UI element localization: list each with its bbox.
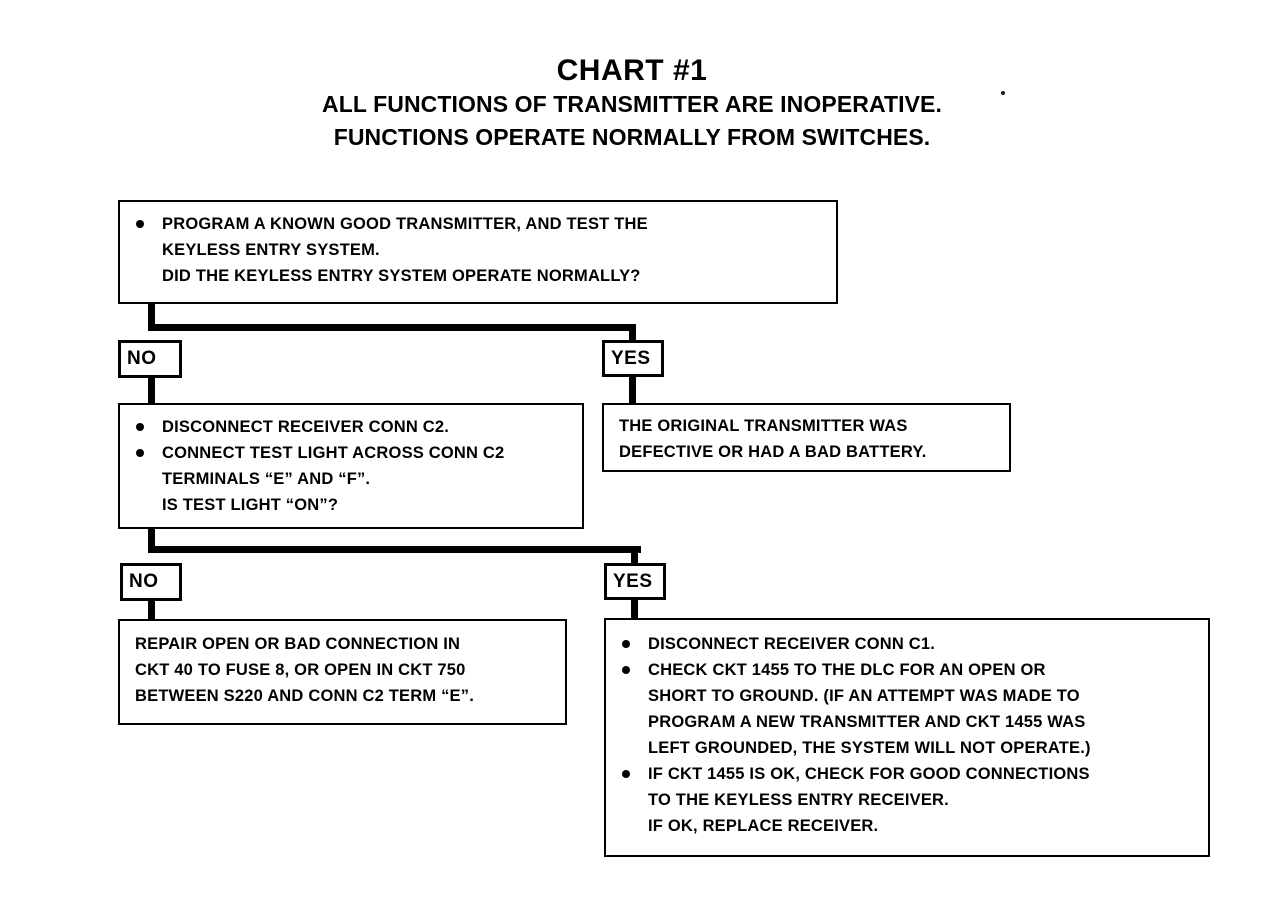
bullet-row: IS TEST LIGHT “ON”? (132, 492, 572, 518)
result-text: PROGRAM A NEW TRANSMITTER AND CKT 1455 W… (648, 713, 1086, 731)
connector-step2-yes-drop (631, 546, 638, 564)
step-text: PROGRAM A KNOWN GOOD TRANSMITTER, AND TE… (162, 215, 648, 233)
result-box-original-transmitter-defective[interactable]: THE ORIGINAL TRANSMITTER WAS DEFECTIVE O… (602, 403, 1011, 472)
chart-title-block: CHART #1 ALL FUNCTIONS OF TRANSMITTER AR… (0, 54, 1264, 154)
bullet-row: SHORT TO GROUND. (IF AN ATTEMPT WAS MADE… (618, 683, 1200, 709)
bullet-row: DISCONNECT RECEIVER CONN C2. (132, 414, 572, 440)
result-text: LEFT GROUNDED, THE SYSTEM WILL NOT OPERA… (648, 739, 1091, 757)
connector-no1-to-step2 (148, 377, 155, 405)
step-text: TERMINALS “E” AND “F”. (162, 470, 371, 488)
bullet-icon (618, 761, 648, 787)
result-text: BETWEEN S220 AND CONN C2 TERM “E”. (135, 687, 474, 705)
bullet-gutter (132, 492, 162, 518)
result-text: DEFECTIVE OR HAD A BAD BATTERY. (619, 443, 927, 461)
branch-label-text: NO (129, 571, 159, 592)
bullet-icon (618, 631, 648, 657)
decision-box-program-transmitter[interactable]: PROGRAM A KNOWN GOOD TRANSMITTER, AND TE… (118, 200, 838, 304)
connector-no2-to-repair (148, 600, 155, 622)
result-box-1-content: THE ORIGINAL TRANSMITTER WAS DEFECTIVE O… (604, 405, 1009, 473)
result-text: IF CKT 1455 IS OK, CHECK FOR GOOD CONNEC… (648, 765, 1090, 783)
step-text: CONNECT TEST LIGHT ACROSS CONN C2 (162, 444, 505, 462)
bullet-icon (618, 657, 648, 683)
bullet-row: KEYLESS ENTRY SYSTEM. (132, 237, 826, 263)
bullet-gutter (618, 709, 648, 735)
bullet-gutter (618, 813, 648, 839)
bullet-gutter (132, 263, 162, 289)
question-text: IS TEST LIGHT “ON”? (162, 496, 339, 514)
connector-yes1-to-result (629, 376, 636, 404)
bullet-row: CONNECT TEST LIGHT ACROSS CONN C2 (132, 440, 572, 466)
bullet-gutter (618, 787, 648, 813)
result-text: TO THE KEYLESS ENTRY RECEIVER. (648, 791, 949, 809)
decision-box-1-content: PROGRAM A KNOWN GOOD TRANSMITTER, AND TE… (120, 202, 836, 297)
branch-label-text: YES (613, 570, 653, 592)
chart-subtitle-line-2: FUNCTIONS OPERATE NORMALLY FROM SWITCHES… (333, 124, 931, 150)
result-box-check-ckt-1455[interactable]: DISCONNECT RECEIVER CONN C1. CHECK CKT 1… (604, 618, 1210, 857)
branch-label-yes-2[interactable]: YES (604, 563, 666, 600)
result-text: REPAIR OPEN OR BAD CONNECTION IN (135, 635, 461, 653)
result-text: THE ORIGINAL TRANSMITTER WAS (619, 417, 908, 435)
repair-box-content: REPAIR OPEN OR BAD CONNECTION IN CKT 40 … (120, 621, 565, 717)
step-text: KEYLESS ENTRY SYSTEM. (162, 241, 380, 259)
question-text: DID THE KEYLESS ENTRY SYSTEM OPERATE NOR… (162, 267, 641, 285)
result-text: DISCONNECT RECEIVER CONN C1. (648, 635, 936, 653)
bullet-gutter (618, 735, 648, 761)
connector-step1-stem (148, 303, 155, 331)
result-text: CKT 40 TO FUSE 8, OR OPEN IN CKT 750 (135, 661, 466, 679)
branch-label-no-2[interactable]: NO (120, 563, 182, 601)
bullet-icon (132, 211, 162, 237)
connector-yes2-to-result (631, 599, 638, 619)
bullet-row: IF CKT 1455 IS OK, CHECK FOR GOOD CONNEC… (618, 761, 1200, 787)
bullet-row: TO THE KEYLESS ENTRY RECEIVER. (618, 787, 1200, 813)
bullet-icon (132, 440, 162, 466)
bullet-row: PROGRAM A KNOWN GOOD TRANSMITTER, AND TE… (132, 211, 826, 237)
bullet-gutter (618, 683, 648, 709)
bullet-row: TERMINALS “E” AND “F”. (132, 466, 572, 492)
result-text: SHORT TO GROUND. (IF AN ATTEMPT WAS MADE… (648, 687, 1080, 705)
bullet-row: DISCONNECT RECEIVER CONN C1. (618, 631, 1200, 657)
branch-label-text: YES (611, 347, 651, 369)
bullet-row: IF OK, REPLACE RECEIVER. (618, 813, 1200, 839)
bullet-icon (132, 414, 162, 440)
branch-label-yes-1[interactable]: YES (602, 340, 664, 377)
bullet-gutter (132, 237, 162, 263)
connector-step1-yes-drop (629, 324, 636, 341)
branch-label-text: NO (127, 348, 157, 369)
scan-speck-artifact (1001, 91, 1005, 95)
result-text: IF OK, REPLACE RECEIVER. (648, 817, 879, 835)
result-box-repair-open-connection[interactable]: REPAIR OPEN OR BAD CONNECTION IN CKT 40 … (118, 619, 567, 725)
bullet-row: DID THE KEYLESS ENTRY SYSTEM OPERATE NOR… (132, 263, 826, 289)
bullet-row: LEFT GROUNDED, THE SYSTEM WILL NOT OPERA… (618, 735, 1200, 761)
result-text: CHECK CKT 1455 TO THE DLC FOR AN OPEN OR (648, 661, 1046, 679)
page-title: CHART #1 (556, 54, 708, 87)
bullet-row: CHECK CKT 1455 TO THE DLC FOR AN OPEN OR (618, 657, 1200, 683)
branch-label-no-1[interactable]: NO (118, 340, 182, 378)
decision-box-test-light[interactable]: DISCONNECT RECEIVER CONN C2. CONNECT TES… (118, 403, 584, 529)
decision-box-2-content: DISCONNECT RECEIVER CONN C2. CONNECT TES… (120, 405, 582, 526)
connector-step2-bar (148, 546, 641, 553)
connector-step2-stem (148, 525, 155, 553)
result-box-2-content: DISCONNECT RECEIVER CONN C1. CHECK CKT 1… (606, 620, 1208, 847)
bullet-row: PROGRAM A NEW TRANSMITTER AND CKT 1455 W… (618, 709, 1200, 735)
bullet-gutter (132, 466, 162, 492)
chart-subtitle-line-1: ALL FUNCTIONS OF TRANSMITTER ARE INOPERA… (322, 91, 942, 117)
connector-step1-bar (148, 324, 636, 331)
step-text: DISCONNECT RECEIVER CONN C2. (162, 418, 450, 436)
